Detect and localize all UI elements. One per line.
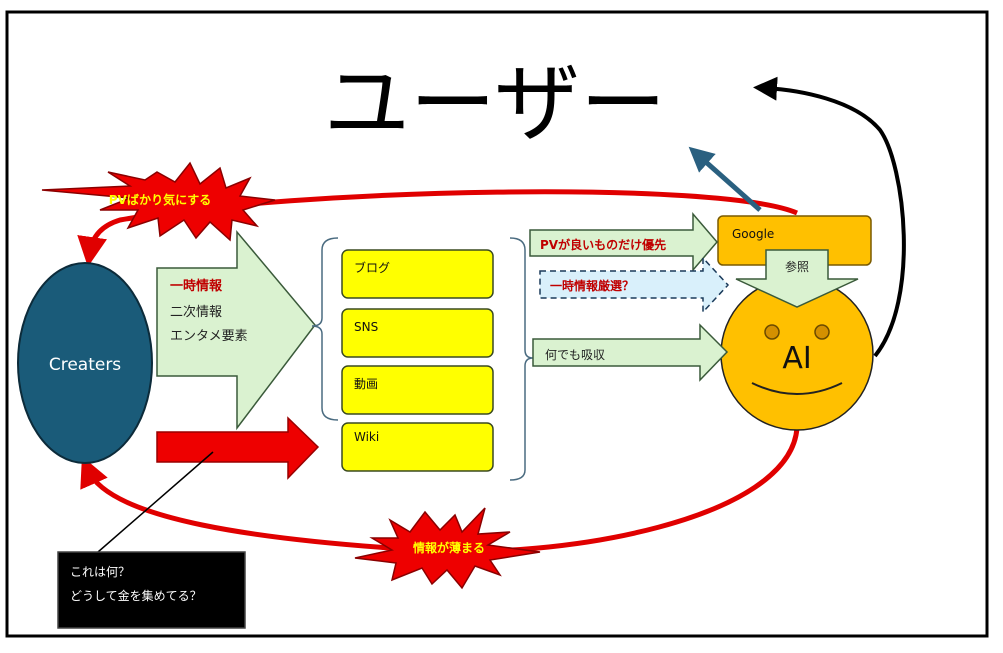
note-line1: これは何？ <box>70 565 130 579</box>
google-to-user-arrow <box>688 146 762 212</box>
info-arrow-line1: 一時情報 <box>170 278 223 294</box>
primary-select-arrow <box>539 256 730 314</box>
absorb-arrow <box>532 323 729 382</box>
google-label: Google <box>732 227 774 241</box>
info-arrow <box>156 229 316 431</box>
info-arrow-line3: エンタメ要素 <box>170 329 248 344</box>
burst-thin-label: 情報が薄まる <box>413 540 485 555</box>
media-box-wiki <box>341 422 494 472</box>
ai-label: AI <box>782 341 811 376</box>
absorb-label: 何でも吸収 <box>545 348 605 362</box>
info-arrow-line2: 二次情報 <box>170 304 222 320</box>
refer-label: 参照 <box>785 259 809 274</box>
burst-thin <box>354 507 541 590</box>
media-label-blog: ブログ <box>354 260 390 275</box>
media-label-video: 動画 <box>354 377 378 391</box>
media-label-sns: SNS <box>354 320 378 334</box>
ai-to-user-arrow <box>753 76 906 358</box>
red-block-arrow <box>156 416 320 480</box>
note-box <box>57 551 246 629</box>
note-connector <box>97 451 214 553</box>
creators-label: Creaters <box>49 355 121 375</box>
media-box-sns <box>341 308 494 358</box>
refer-arrow <box>735 249 859 308</box>
media-box-video <box>341 365 494 415</box>
note-line2: どうして金を集めてる？ <box>70 588 202 603</box>
media-box-blog <box>341 249 494 299</box>
burst-pv-label: PVばかり気にする <box>109 192 211 207</box>
ai-left-eye-icon <box>764 324 780 340</box>
left-brace <box>311 237 339 421</box>
top-loop-arrow <box>77 189 798 267</box>
media-label-wiki: Wiki <box>354 430 379 444</box>
ai-smile-icon <box>751 382 843 395</box>
burst-pv <box>41 161 276 242</box>
user-title: ユーザー <box>324 54 666 154</box>
pv-priority-label: PVが良いものだけ優先 <box>540 237 666 252</box>
creators-ellipse <box>17 262 153 464</box>
ai-right-eye-icon <box>814 324 830 340</box>
pv-priority-arrow <box>529 211 718 273</box>
primary-select-label: 一時情報厳選？ <box>550 278 634 293</box>
